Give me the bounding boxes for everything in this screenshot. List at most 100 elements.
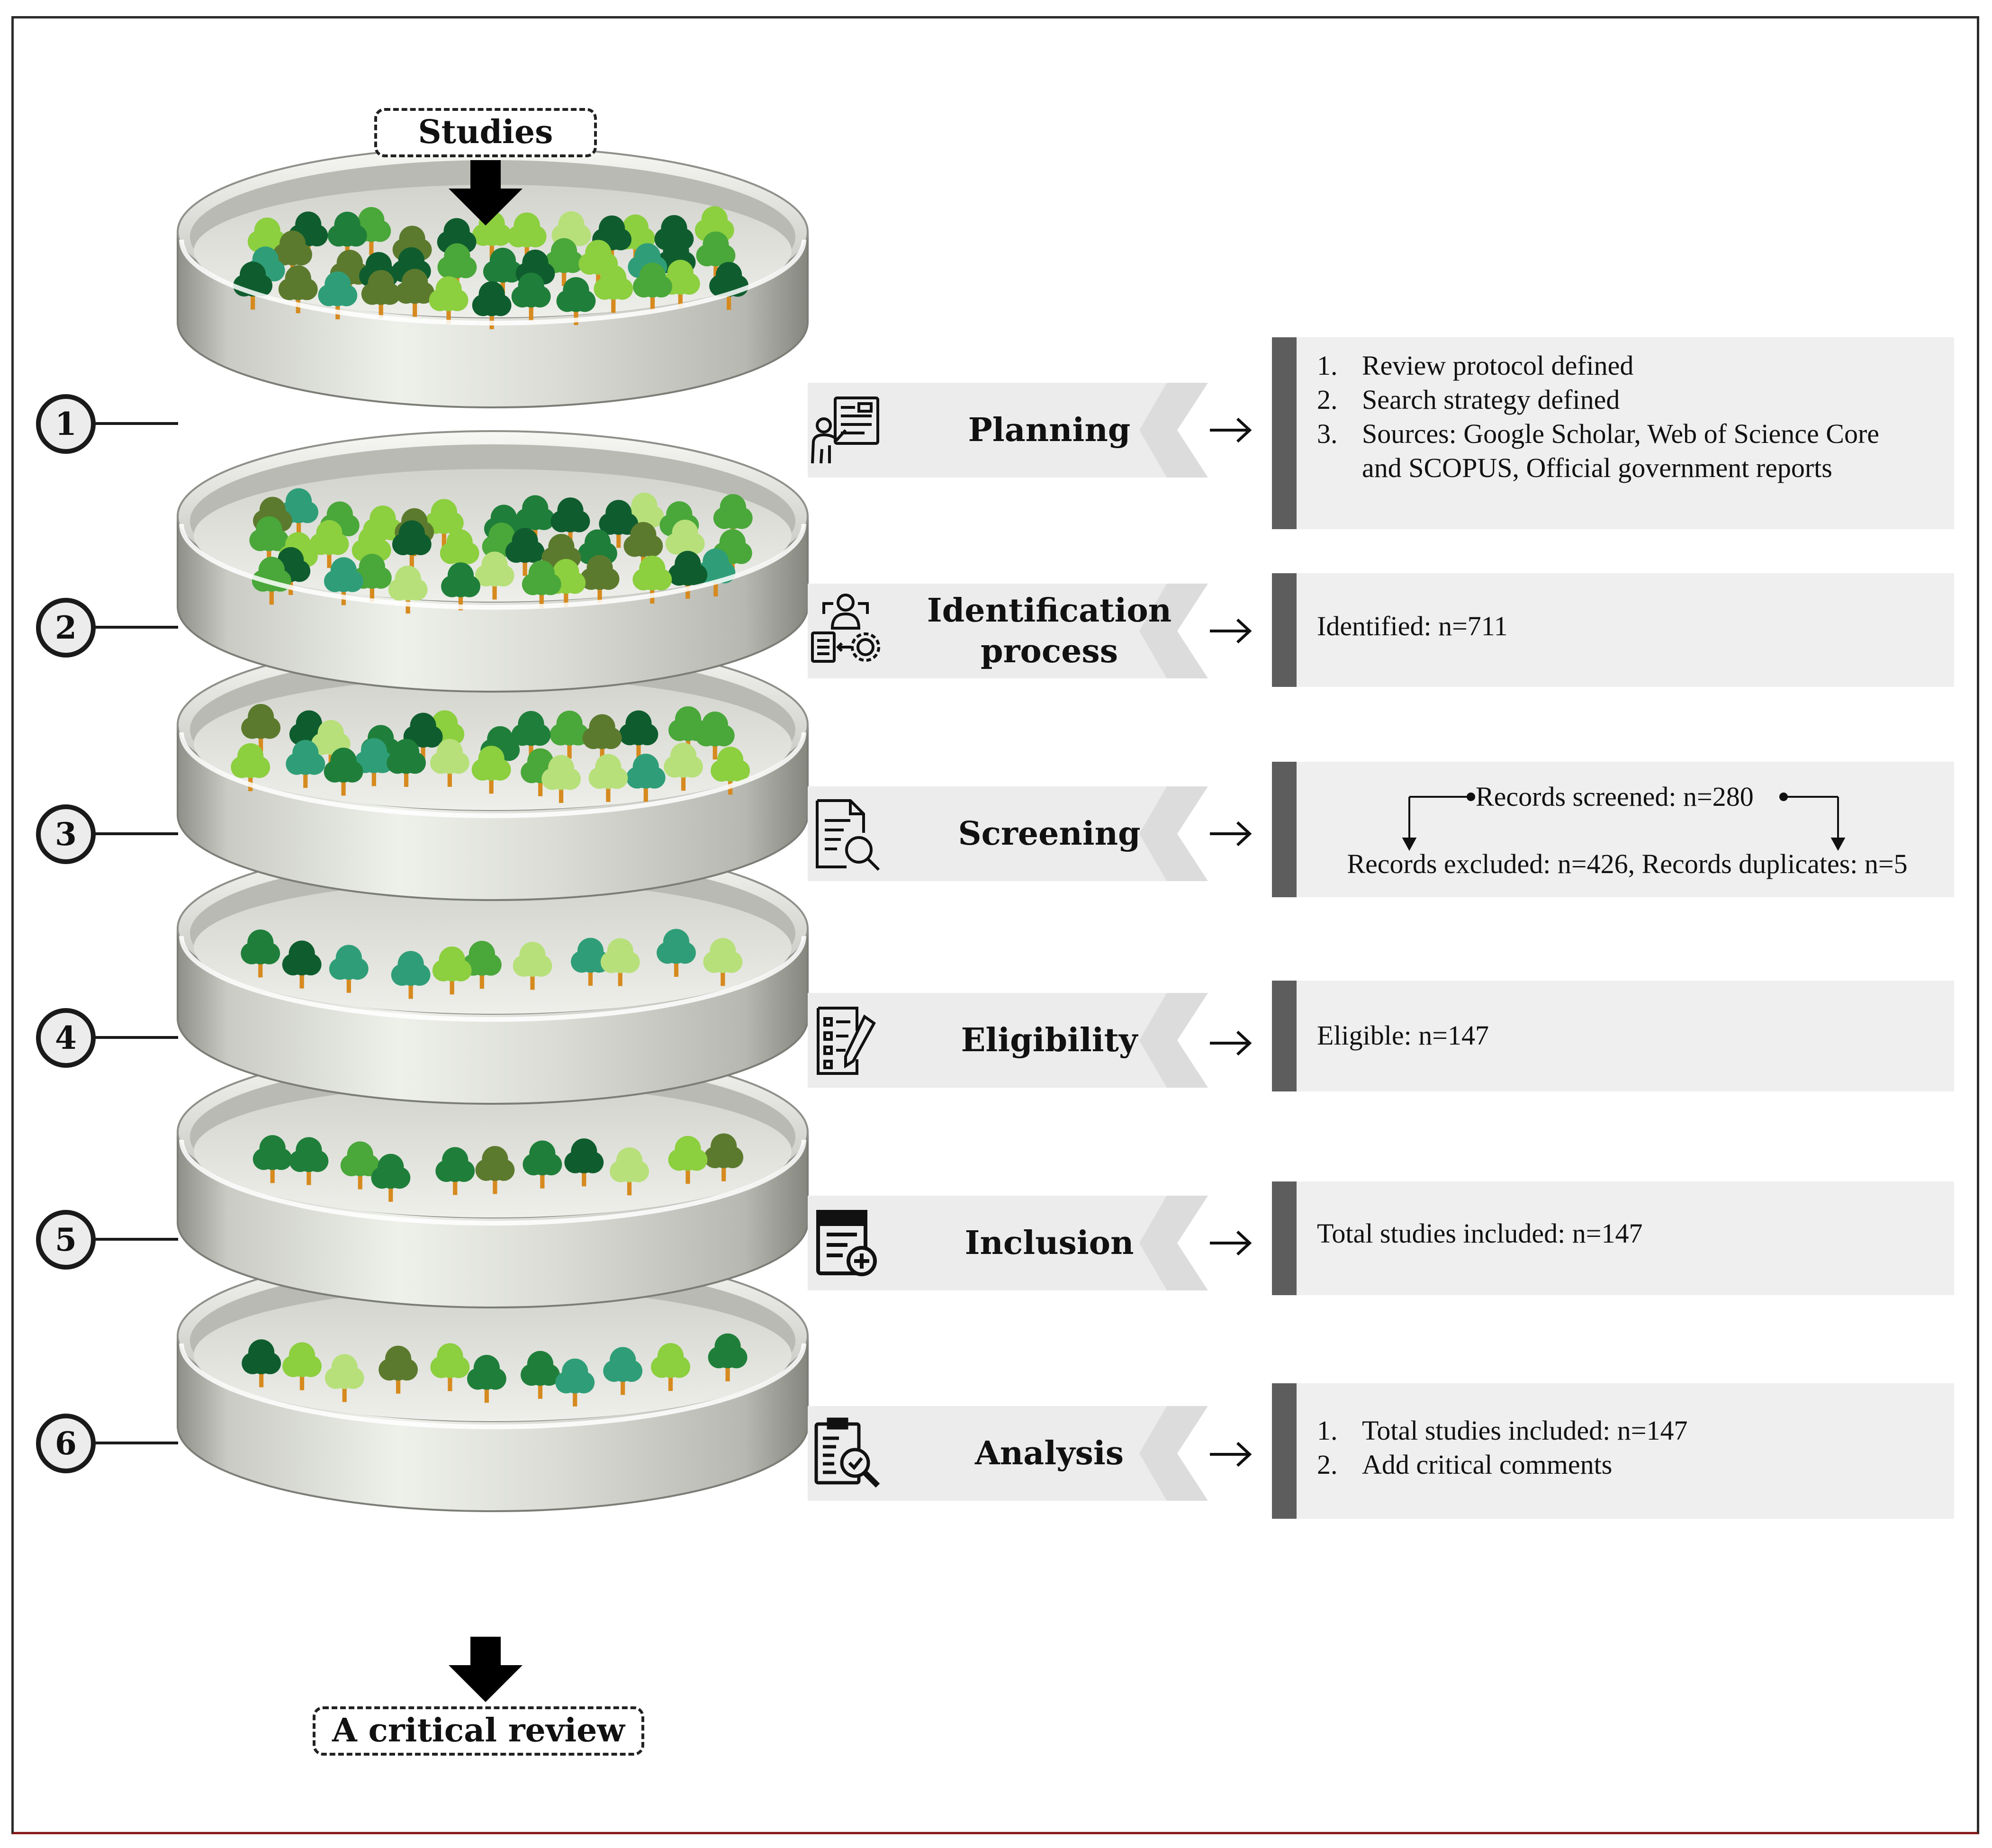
- step-label: Screening: [958, 815, 1141, 853]
- step-connector: [95, 1238, 178, 1241]
- result-box-planning: 1.Review protocol defined 2.Search strat…: [1272, 337, 1954, 529]
- tree-icon: [580, 555, 620, 603]
- result-text: Total studies included: n=147: [1317, 1218, 1643, 1249]
- result-bar: [1272, 337, 1297, 529]
- tree-icon: [471, 746, 511, 794]
- petri-dish: [177, 146, 809, 408]
- tree-icon: [286, 740, 325, 788]
- step-connector: [95, 1036, 178, 1039]
- tree-icon: [324, 748, 363, 796]
- tree-icon: [467, 1354, 506, 1403]
- list-item: 1.Total studies included: n=147: [1317, 1415, 1688, 1446]
- tree-icon: [241, 929, 280, 978]
- tree-icon: [388, 565, 428, 614]
- tree-icon: [521, 1351, 560, 1399]
- step-banner-identification: Identification process: [808, 584, 1208, 678]
- tree-icon: [623, 522, 663, 570]
- step-label: process: [981, 632, 1118, 670]
- document-search-icon: [816, 799, 880, 871]
- result-text: 1.Review protocol defined 2.Search strat…: [1317, 349, 1935, 485]
- result-text: Identified: n=711: [1317, 611, 1508, 641]
- tree-icon: [392, 520, 432, 568]
- right-arrow-icon: [1210, 821, 1252, 847]
- tree-icon: [556, 277, 596, 325]
- tree-icon: [708, 1333, 748, 1381]
- tree-icon: [318, 271, 358, 320]
- step-label: Identification: [927, 592, 1172, 630]
- list-item: 2.Search strategy defined: [1317, 384, 1620, 415]
- banner-shape: [808, 1406, 1208, 1501]
- checklist-pen-icon: [817, 1007, 876, 1075]
- result-text: Eligible: n=147: [1317, 1020, 1489, 1051]
- tree-icon: [588, 754, 628, 802]
- screening-split-arrows: [1402, 793, 1846, 851]
- banner-shape: [808, 786, 1208, 881]
- tree-icon: [511, 711, 551, 759]
- banner-shape: [808, 584, 1208, 678]
- tree-icon: [429, 276, 469, 325]
- step-banner-planning: Planning: [808, 383, 1208, 478]
- tree-icon: [633, 262, 672, 311]
- presentation-icon: [811, 397, 879, 464]
- step-label: Planning: [968, 411, 1131, 449]
- tree-icon: [252, 1135, 292, 1183]
- tree-icon: [361, 270, 401, 318]
- tree-icon: [696, 231, 736, 279]
- tree-icon: [603, 1347, 643, 1395]
- step-connector: [95, 626, 178, 629]
- tree-icon: [231, 743, 270, 792]
- petri-dish-stack: [177, 146, 809, 1512]
- tree-icon: [626, 754, 666, 802]
- tree-icon: [541, 755, 581, 803]
- tree-icon: [657, 929, 696, 977]
- tree-icon: [668, 550, 708, 599]
- right-arrow-icon: [1210, 1030, 1252, 1056]
- step-label: Inclusion: [964, 1224, 1134, 1262]
- tree-icon: [340, 1141, 380, 1190]
- list-item: 1.Review protocol defined: [1317, 350, 1634, 381]
- tree-icon: [352, 554, 392, 602]
- result-box-inclusion: Total studies included: n=147: [1272, 1181, 1954, 1295]
- tree-icon: [249, 516, 289, 564]
- down-arrow-icon: [449, 160, 523, 225]
- tree-icon: [544, 238, 584, 286]
- tree-icon: [354, 738, 394, 786]
- tree-icon: [703, 938, 743, 986]
- tree-icon: [522, 560, 561, 609]
- tree-icon: [594, 265, 633, 313]
- tree-icon: [632, 555, 672, 604]
- result-bar: [1272, 1181, 1297, 1295]
- tree-icon: [610, 1147, 649, 1196]
- tree-icon: [435, 1147, 475, 1195]
- tree-icon: [282, 1342, 322, 1390]
- screening-screened: Records screened: n=280: [1476, 781, 1754, 812]
- result-box-screening: Records screened: n=280 Records excluded…: [1272, 762, 1954, 897]
- tree-icon: [507, 212, 547, 261]
- step-number-2: 2: [36, 598, 96, 658]
- tree-icon: [430, 739, 469, 787]
- tree-icon: [278, 265, 318, 314]
- tree-icon: [324, 1354, 364, 1402]
- right-arrow-icon: [1210, 618, 1252, 644]
- tree-icon: [241, 703, 281, 752]
- step-number-6: 6: [36, 1414, 96, 1473]
- tree-icon: [711, 747, 750, 795]
- step-label: Eligibility: [961, 1021, 1138, 1059]
- tree-icon: [582, 714, 622, 762]
- tree-icon: [424, 499, 464, 547]
- result-box-eligibility: Eligible: n=147: [1272, 981, 1954, 1091]
- tree-icon: [391, 951, 431, 999]
- petri-dish: [177, 430, 809, 693]
- report-magnifier-icon: [814, 1417, 880, 1488]
- step-banner-eligibility: Eligibility: [808, 993, 1208, 1088]
- result-bar: [1272, 981, 1297, 1091]
- petri-dish: [177, 842, 809, 1105]
- tree-icon: [475, 551, 514, 600]
- studies-box: Studies: [374, 108, 597, 157]
- result-list: 1.Total studies included: n=147 2.Add cr…: [1317, 1414, 1935, 1482]
- step-connector: [95, 1442, 178, 1444]
- figure-frame: [11, 16, 1979, 1834]
- tree-icon: [387, 739, 426, 787]
- screening-excluded: Records excluded: n=426, Records duplica…: [1347, 848, 1908, 879]
- tree-icon: [550, 711, 589, 759]
